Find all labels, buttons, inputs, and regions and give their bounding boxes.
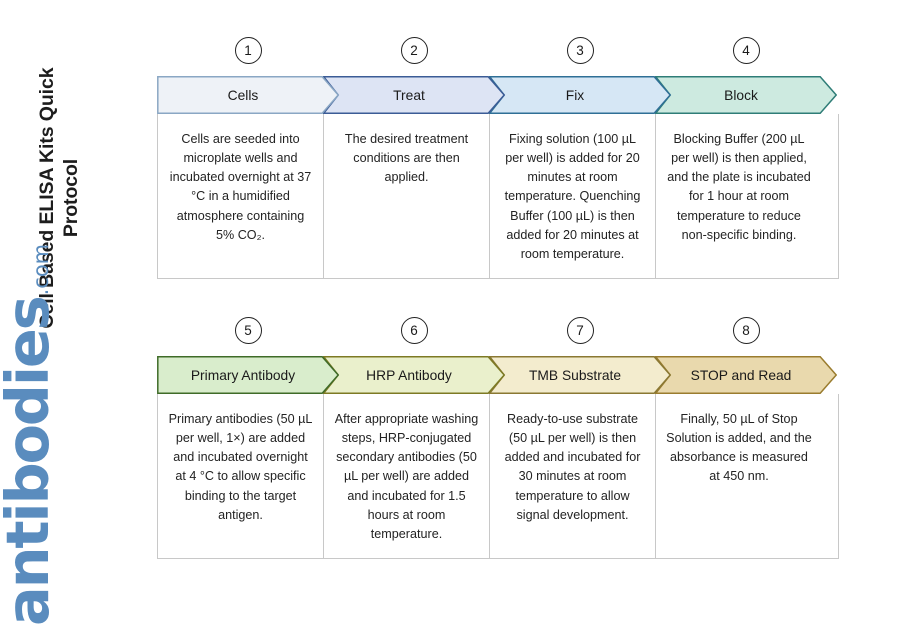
step-number-label: 6 (410, 322, 418, 338)
flow-step-label: Cells (227, 87, 259, 103)
step-number-badge: 8 (732, 317, 760, 344)
flow-step-chevron[interactable]: Block (655, 76, 837, 114)
flow-step-detail-cell: Blocking Buffer (200 µL per well) is the… (656, 114, 822, 278)
flow-step-detail-cell: Cells are seeded into microplate wells a… (158, 114, 324, 278)
flow-step-detail-cell: The desired treatment conditions are the… (324, 114, 490, 278)
step-number-strip: 5 6 7 8 (157, 314, 839, 356)
flow-step-detail-text: Cells are seeded into microplate wells a… (169, 132, 312, 242)
step-number-strip: 1 2 3 4 (157, 34, 839, 76)
flow-step-detail-cell: Ready-to-use substrate (50 µL per well) … (490, 394, 656, 558)
step-number-badge: 2 (400, 37, 428, 64)
brand-logo-word: antibodies (0, 297, 62, 626)
flow-step-detail-text: Blocking Buffer (200 µL per well) is the… (667, 132, 811, 242)
flow-step-detail-cell: After appropriate washing steps, HRP-con… (324, 394, 490, 558)
flow-step-chevron[interactable]: TMB Substrate (489, 356, 671, 394)
detail-table: Primary antibodies (50 µL per well, 1×) … (157, 394, 839, 559)
flow-step-detail-text: Fixing solution (100 µL per well) is add… (504, 132, 641, 261)
flow-step-detail-cell: Finally, 50 µL of Stop Solution is added… (656, 394, 822, 558)
flow-step-detail-text: Finally, 50 µL of Stop Solution is added… (666, 412, 812, 484)
flow-row-steps-5-8: 5 6 7 8 Primary Antibody HRP Antibody TMB Sub… (157, 314, 839, 559)
flow-step-detail-cell: Fixing solution (100 µL per well) is add… (490, 114, 656, 278)
step-number-label: 2 (410, 42, 418, 58)
flow-step-chevron[interactable]: Fix (489, 76, 671, 114)
flow-step-label: Fix (565, 87, 585, 103)
flow-step-label: Block (724, 87, 758, 103)
step-number-label: 7 (576, 322, 584, 338)
chevron-shape (157, 356, 339, 394)
step-number-badge: 5 (234, 317, 262, 344)
step-number-label: 8 (742, 322, 750, 338)
step-number-label: 4 (742, 42, 750, 58)
flow-step-label: Primary Antibody (190, 367, 296, 383)
brand-logo: antibodies .com (0, 244, 70, 626)
flow-step-detail-cell: Primary antibodies (50 µL per well, 1×) … (158, 394, 324, 558)
step-number-badge: 6 (400, 317, 428, 344)
chevron-strip: Primary Antibody HRP Antibody TMB Substrat… (157, 356, 839, 394)
flow-step-label: TMB Substrate (528, 367, 621, 383)
flow-step-chevron[interactable]: Treat (323, 76, 505, 114)
flow-step-detail-text: Primary antibodies (50 µL per well, 1×) … (168, 412, 313, 522)
flow-step-detail-text: After appropriate washing steps, HRP-con… (334, 412, 479, 541)
step-number-badge: 7 (566, 317, 594, 344)
flow-step-chevron[interactable]: Cells (157, 76, 339, 114)
flow-step-chevron[interactable]: STOP and Read (655, 356, 837, 394)
detail-table: Cells are seeded into microplate wells a… (157, 114, 839, 279)
flow-step-label: HRP Antibody (366, 367, 452, 383)
step-number-label: 3 (576, 42, 584, 58)
flow-step-label: Treat (393, 87, 425, 103)
flow-row-steps-1-4: 1 2 3 4 Cells Treat Fix Block Cells are seeded… (157, 34, 839, 279)
step-number-badge: 1 (234, 37, 262, 64)
step-number-badge: 3 (566, 37, 594, 64)
flow-step-label: STOP and Read (690, 367, 792, 383)
brand-logo-tld: .com (29, 243, 53, 296)
chevron-strip: Cells Treat Fix Block (157, 76, 839, 114)
chevron-shape (157, 76, 339, 114)
step-number-label: 5 (244, 322, 252, 338)
flow-step-detail-text: Ready-to-use substrate (50 µL per well) … (504, 412, 641, 522)
flow-step-detail-text: The desired treatment conditions are the… (344, 132, 469, 185)
step-number-label: 1 (244, 42, 252, 58)
flow-step-chevron[interactable]: Primary Antibody (157, 356, 339, 394)
step-number-badge: 4 (732, 37, 760, 64)
flow-step-chevron[interactable]: HRP Antibody (323, 356, 505, 394)
